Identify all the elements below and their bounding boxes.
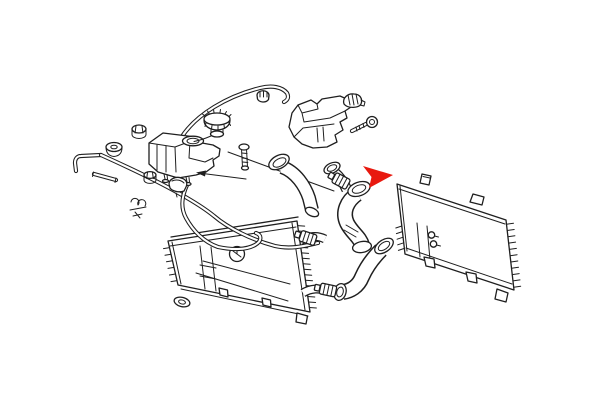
hose-clamp-upper xyxy=(327,171,351,190)
aux-right-fins xyxy=(506,222,522,288)
dome-clip xyxy=(168,176,188,198)
aux-mount-tabs xyxy=(423,256,509,303)
overflow-hose xyxy=(72,152,321,250)
hose-stub xyxy=(91,171,119,183)
hose-clamp-mid xyxy=(293,230,318,246)
mounting-bracket xyxy=(288,95,352,149)
radiator-mount-tabs xyxy=(218,287,309,325)
vent-hose-nut xyxy=(256,90,270,103)
leader-arrow xyxy=(196,170,247,180)
radiator-left-fins xyxy=(163,247,178,283)
cap-leader-line xyxy=(193,135,212,142)
radiator-cap xyxy=(193,109,232,142)
lower-radiator-hose xyxy=(333,237,394,302)
auxiliary-radiator xyxy=(395,173,522,303)
aux-left-fins xyxy=(395,225,405,251)
vent-hose xyxy=(178,84,291,141)
aux-top-tab xyxy=(419,173,432,186)
grommet-clip xyxy=(105,141,123,157)
mounting-bolt xyxy=(238,143,250,171)
hose-clamp-lower xyxy=(313,282,338,298)
highlight-arrow xyxy=(363,166,393,188)
hex-nut-lower xyxy=(143,170,157,184)
line-art xyxy=(72,84,522,325)
upper-hose-elbow xyxy=(268,153,320,218)
flange-bolt xyxy=(349,115,379,134)
filler-neck xyxy=(181,135,205,147)
radiator-drain xyxy=(173,296,191,308)
tank-outlet-hose xyxy=(180,182,263,252)
grub-screw xyxy=(342,93,366,109)
wing-clip xyxy=(129,197,147,219)
expansion-tank xyxy=(148,132,221,187)
hex-nut-upper xyxy=(131,124,147,139)
